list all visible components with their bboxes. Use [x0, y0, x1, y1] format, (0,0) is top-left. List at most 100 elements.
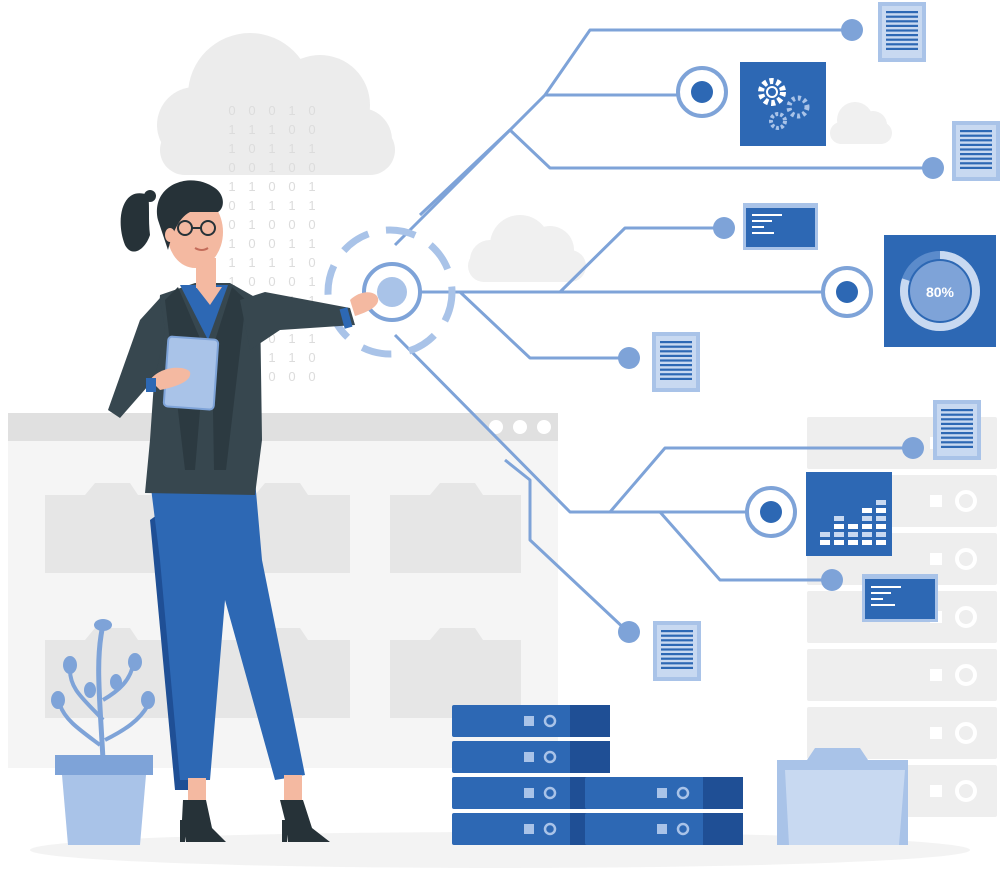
binary-digit: 1 — [308, 331, 315, 346]
binary-digit: 0 — [288, 274, 295, 289]
binary-digit: 1 — [248, 255, 255, 270]
gear-icon — [758, 78, 786, 106]
server-unit — [585, 813, 743, 845]
binary-digit: 1 — [288, 103, 295, 118]
equalizer-chart — [820, 500, 886, 545]
documents — [652, 2, 1000, 681]
binary-digit: 1 — [248, 217, 255, 232]
binary-digit: 0 — [268, 236, 275, 251]
binary-digit: 0 — [308, 255, 315, 270]
folder-icon — [390, 483, 521, 573]
progress-label: 80% — [926, 284, 955, 300]
equalizer-card — [806, 472, 892, 556]
binary-digit: 0 — [288, 217, 295, 232]
binary-digit: 1 — [288, 255, 295, 270]
server-unit — [452, 741, 610, 773]
binary-digit: 1 — [268, 350, 275, 365]
code-window-card — [743, 203, 818, 250]
gear-icon — [769, 112, 787, 130]
binary-digit: 0 — [308, 122, 315, 137]
binary-digit: 0 — [228, 198, 235, 213]
binary-digit: 0 — [288, 369, 295, 384]
binary-digit: 1 — [228, 179, 235, 194]
binary-digit: 0 — [248, 160, 255, 175]
binary-digit: 0 — [268, 217, 275, 232]
binary-digit: 1 — [248, 179, 255, 194]
window-dot-3 — [537, 420, 551, 434]
binary-digit: 0 — [248, 236, 255, 251]
binary-digit: 1 — [308, 274, 315, 289]
progress-ring — [900, 251, 980, 331]
equalizer-bar — [834, 516, 844, 521]
window-dot-2 — [513, 420, 527, 434]
network-nodes — [618, 19, 944, 643]
binary-digit: 0 — [248, 274, 255, 289]
binary-digit: 1 — [228, 236, 235, 251]
binary-digit: 1 — [228, 122, 235, 137]
equalizer-bar — [820, 540, 830, 545]
folder-icon-large — [777, 748, 908, 845]
woman-figure — [108, 180, 379, 842]
equalizer-bar — [862, 532, 872, 537]
binary-digit: 1 — [268, 122, 275, 137]
binary-digit: 0 — [248, 141, 255, 156]
binary-digit: 0 — [228, 103, 235, 118]
ring-node — [745, 486, 797, 538]
equalizer-bar — [820, 532, 830, 537]
equalizer-bar — [834, 540, 844, 545]
binary-digit: 0 — [288, 160, 295, 175]
gears-card — [740, 62, 826, 146]
binary-digit: 1 — [308, 198, 315, 213]
binary-digit: 0 — [248, 103, 255, 118]
touch-rings — [324, 226, 456, 358]
cloud-small-center — [468, 215, 586, 282]
binary-digit: 1 — [228, 141, 235, 156]
equalizer-bar — [876, 540, 886, 545]
gear-icon — [786, 95, 810, 119]
binary-digit: 1 — [308, 141, 315, 156]
folder-icon — [390, 628, 521, 718]
equalizer-bar — [862, 524, 872, 529]
document-icon — [952, 121, 1000, 181]
binary-digit: 1 — [248, 198, 255, 213]
equalizer-bar — [876, 524, 886, 529]
binary-digit: 0 — [268, 179, 275, 194]
binary-digit: 1 — [248, 122, 255, 137]
cloud-small-right — [830, 102, 892, 144]
binary-digit: 1 — [288, 141, 295, 156]
equalizer-bar — [848, 540, 858, 545]
binary-digit: 0 — [308, 103, 315, 118]
server-unit — [452, 705, 610, 737]
binary-digit: 1 — [268, 160, 275, 175]
progress-card: 80% — [884, 235, 996, 347]
ring-node — [821, 266, 873, 318]
binary-digit: 1 — [268, 255, 275, 270]
equalizer-bar — [862, 508, 872, 513]
window-dot-1 — [489, 420, 503, 434]
binary-digit: 0 — [228, 217, 235, 232]
binary-digit: 0 — [288, 179, 295, 194]
code-window-card — [862, 574, 938, 622]
server-unit — [585, 777, 743, 809]
equalizer-bar — [834, 524, 844, 529]
binary-digit: 0 — [268, 103, 275, 118]
equalizer-bar — [876, 516, 886, 521]
binary-digit: 1 — [288, 198, 295, 213]
binary-digit: 1 — [308, 293, 315, 308]
binary-digit: 1 — [288, 350, 295, 365]
plant — [51, 619, 155, 845]
document-icon — [933, 400, 981, 460]
binary-digit: 1 — [308, 236, 315, 251]
equalizer-bar — [848, 524, 858, 529]
binary-digit: 0 — [268, 369, 275, 384]
equalizer-bar — [848, 532, 858, 537]
cloud-background — [157, 33, 395, 175]
equalizer-bar — [876, 532, 886, 537]
binary-digit: 1 — [228, 255, 235, 270]
binary-digit: 0 — [268, 331, 275, 346]
document-icon — [878, 2, 926, 62]
binary-digit: 1 — [268, 141, 275, 156]
document-icon — [652, 332, 700, 392]
